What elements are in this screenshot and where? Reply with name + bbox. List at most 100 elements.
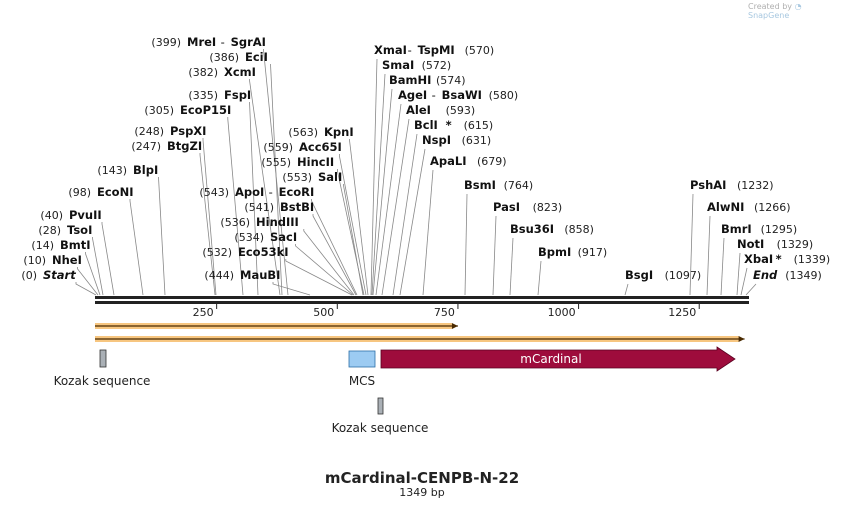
restriction-site-pshai[interactable]: PshAI(1232) [690,178,774,192]
site-name: FspI [224,88,251,102]
site-name: XbaI [744,252,773,266]
site-name: MreI [187,35,216,49]
site-name: BpmI [538,245,571,259]
site-position: (1339) [794,253,831,266]
site-leader-line [85,252,101,296]
ruler-tick-label: 500 [313,306,334,319]
restriction-site-bsgi[interactable]: BsgI (1097) [625,268,701,282]
site-leader-line [158,177,166,296]
site-pair-name: TspMI [418,43,455,57]
restriction-site-btgzi[interactable]: BtgZI(247) [131,139,202,153]
restriction-site-smai[interactable]: SmaI(572) [382,58,451,72]
restriction-site-apali[interactable]: ApaLI(679) [430,154,507,168]
restriction-site-bstbi[interactable]: BstBI(541) [244,200,314,214]
mcs-feature[interactable] [348,350,376,368]
restriction-site-ecii[interactable]: EciI(386) [209,50,268,64]
mcardinal-feature-arrow[interactable] [380,346,736,372]
restriction-site-hindiii[interactable]: HindIII(536) [220,215,298,229]
site-leader-line [624,283,629,296]
orf-arrow-head-icon [451,323,458,329]
site-pair-dash: - [408,43,412,57]
restriction-site-xcmi[interactable]: XcmI(382) [188,65,256,79]
site-name: End [753,268,778,282]
site-name: NotI [737,237,764,251]
site-position: (541) [244,201,274,214]
site-name: ApoI [235,185,264,199]
site-leader-line [492,215,497,296]
site-name: BsgI [625,268,653,282]
restriction-site-xmai[interactable]: XmaI-TspMI(570) [374,43,494,57]
site-name: PasI [493,200,520,214]
ruler-tick-label: 750 [434,306,455,319]
site-leader-line [303,229,355,296]
site-leader-line [129,199,144,296]
site-leader-line [464,193,468,296]
restriction-site-kpni[interactable]: KpnI (563) [288,125,353,139]
restriction-site-econi[interactable]: EcoNI(98) [68,185,133,199]
site-position: (1349) [785,269,822,282]
restriction-site-bsmi[interactable]: BsmI(764) [464,178,533,192]
snapgene-watermark: Created by ◔ SnapGene [748,2,844,20]
restriction-site-nspi[interactable]: NspI(631) [422,133,491,147]
restriction-site-maubi[interactable]: MauBI(444) [204,268,280,282]
restriction-site-alwni[interactable]: AlwNI(1266) [707,200,791,214]
site-position: (0) [21,269,37,282]
restriction-site-nhei[interactable]: NheI(10) [23,253,81,267]
restriction-site-fspi[interactable]: FspI(335) [188,88,251,102]
restriction-site-noti[interactable]: NotI(1329) [737,237,813,251]
restriction-site-bpmi[interactable]: BpmI(917) [538,245,607,259]
mcs-label: MCS [349,374,375,388]
restriction-site-pvuii[interactable]: PvuII(40) [40,208,101,222]
restriction-site-bcli[interactable]: BclI*(615) [414,118,493,132]
restriction-site-sali[interactable]: SalI(553) [282,170,342,184]
restriction-site-xbai[interactable]: XbaI*(1339) [744,252,830,266]
site-name: MauBI [240,268,280,282]
restriction-site-bmri[interactable]: BmrI(1295) [721,222,797,236]
site-pair-dash: - [269,185,273,199]
site-name: SmaI [382,58,414,72]
site-position: (14) [31,239,54,252]
site-leader-line [272,282,311,296]
restriction-site-end[interactable]: End (1349) [753,268,822,282]
restriction-site-acc65i[interactable]: Acc65I(559) [263,140,341,154]
snapgene-logo-icon: ◔ [794,2,802,11]
site-position: (1232) [737,179,774,192]
restriction-site-eco53ki[interactable]: Eco53kI(532) [202,245,288,259]
site-leader-line [381,118,410,296]
restriction-site-start[interactable]: Start(0) [21,268,76,282]
site-position: (555) [261,156,291,169]
restriction-site-bamhi[interactable]: BamHI(574) [389,73,466,87]
site-leader-line [311,199,358,296]
site-name: PvuII [69,208,102,222]
site-name: TsoI [67,223,92,237]
site-position: (305) [144,104,174,117]
site-name: KpnI [324,125,354,139]
site-position: (1097) [665,269,702,282]
site-position: (823) [533,201,563,214]
restriction-site-agei[interactable]: AgeI-BsaWI(580) [398,88,518,102]
site-leader-line [370,58,378,296]
site-position: (28) [38,224,61,237]
site-name: AgeI [398,88,427,102]
restriction-site-saci[interactable]: SacI(534) [234,230,297,244]
site-name: BtgZI [167,139,202,153]
restriction-site-mrei[interactable]: MreI-SgrAI(399) [151,35,266,49]
kozak-sequence-feature[interactable] [99,349,107,368]
site-position: (1266) [754,201,791,214]
kozak-sequence-feature-2[interactable] [377,397,384,415]
restriction-site-hincii[interactable]: HincII(555) [261,155,334,169]
site-name: Bsu36I [510,222,554,236]
site-leader-line [263,49,289,296]
site-leader-line [740,267,748,296]
site-name: SacI [270,230,297,244]
site-position: (563) [288,126,318,139]
restriction-site-pasi[interactable]: PasI (823) [493,200,562,214]
restriction-site-tsoi[interactable]: TsoI (28) [38,223,92,237]
restriction-site-alei[interactable]: AleI(593) [406,103,475,117]
restriction-site-apoi[interactable]: ApoI-EcoRI(543) [199,185,314,199]
restriction-site-blpi[interactable]: BlpI(143) [97,163,158,177]
restriction-site-ecop15i[interactable]: EcoP15I(305) [144,103,231,117]
restriction-site-bsu36i[interactable]: Bsu36I(858) [510,222,594,236]
restriction-site-pspxi[interactable]: PspXI(248) [134,124,206,138]
restriction-site-bmti[interactable]: BmtI(14) [31,238,90,252]
